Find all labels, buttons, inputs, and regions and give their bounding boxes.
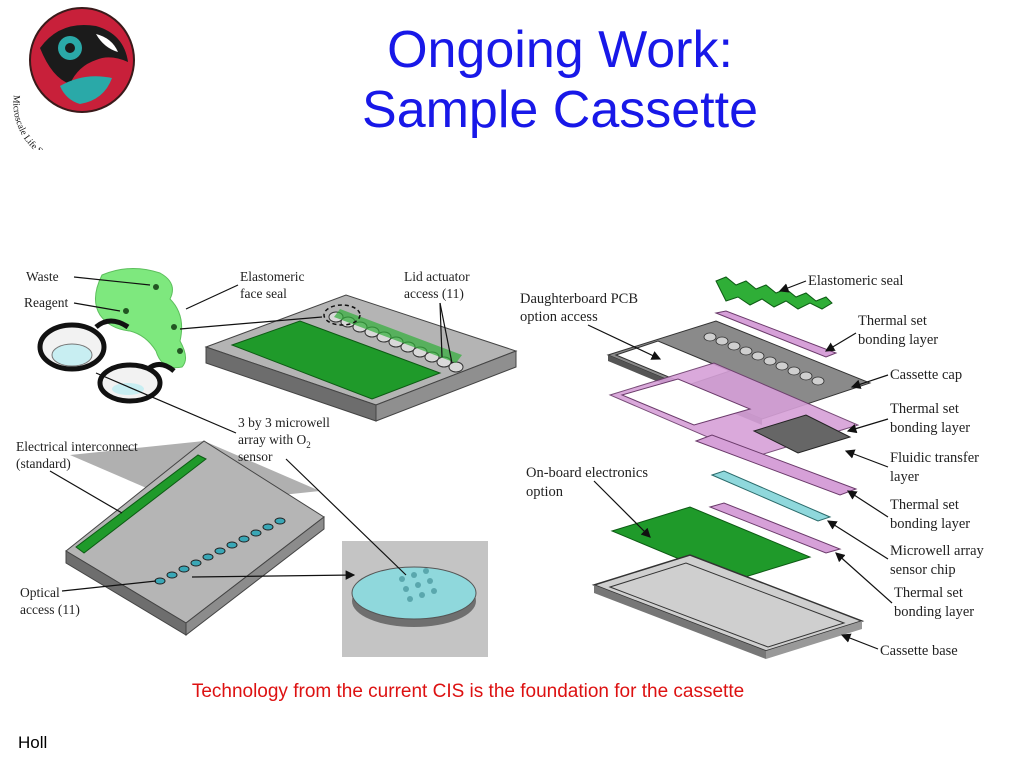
title-line-1: Ongoing Work: bbox=[387, 21, 733, 79]
layer-microwell-chip bbox=[710, 470, 832, 522]
reservoir-well-lower bbox=[97, 362, 176, 404]
label-face-seal-1: Elastomeric bbox=[240, 269, 304, 284]
elastomeric-face-seal-shape bbox=[95, 268, 186, 369]
label-ts3-2: bonding layer bbox=[890, 516, 970, 532]
label-onboard-2: option bbox=[526, 484, 564, 500]
label-ts1-1: Thermal set bbox=[858, 313, 927, 329]
microwell-sensor-disc bbox=[351, 566, 477, 620]
layer-thermal-set-3 bbox=[694, 434, 858, 496]
label-fluidic-2: layer bbox=[890, 469, 919, 485]
label-microwell-1: 3 by 3 microwell bbox=[238, 415, 330, 430]
cassette-base-figure: Electrical interconnect (standard) 3 by … bbox=[16, 372, 488, 657]
label-ts2-1: Thermal set bbox=[890, 401, 959, 417]
label-interconnect-1: Electrical interconnect bbox=[16, 439, 138, 454]
exploded-view-figure: Daughterboard PCB option access On-board… bbox=[520, 273, 985, 659]
title-line-2: Sample Cassette bbox=[362, 81, 758, 139]
electrical-interconnect-strip bbox=[75, 454, 207, 554]
label-optical-2: access (11) bbox=[20, 602, 80, 617]
label-cassette-cap: Cassette cap bbox=[890, 367, 962, 383]
label-microwell-3: sensor bbox=[238, 449, 273, 464]
optical-access-holes bbox=[154, 517, 286, 585]
label-lid-actuator-2: access (11) bbox=[404, 286, 464, 301]
layer-elastomeric-seal bbox=[715, 276, 833, 310]
label-daughterboard-1: Daughterboard PCB bbox=[520, 291, 638, 307]
slide-caption: Technology from the current CIS is the f… bbox=[191, 681, 745, 702]
cassette-diagram: Waste Reagent Elastomeric face seal Lid … bbox=[16, 268, 985, 659]
label-chip-1: Microwell array bbox=[890, 543, 985, 559]
label-chip-2: sensor chip bbox=[890, 562, 956, 578]
label-microwell-2: array with O2 bbox=[238, 432, 311, 450]
label-interconnect-2: (standard) bbox=[16, 456, 71, 471]
assembled-cassette-figure: Waste Reagent Elastomeric face seal Lid … bbox=[24, 268, 518, 422]
layer-thermal-set-4 bbox=[708, 502, 842, 554]
label-ts2-2: bonding layer bbox=[890, 420, 970, 436]
reservoir-well-upper bbox=[37, 318, 130, 372]
label-optical-1: Optical bbox=[20, 585, 60, 600]
label-ts3-1: Thermal set bbox=[890, 497, 959, 513]
msls-center-logo: Microscale Life Sciences Center bbox=[10, 7, 135, 150]
label-lid-actuator-1: Lid actuator bbox=[404, 269, 470, 284]
label-ts1-2: bonding layer bbox=[858, 332, 938, 348]
label-reagent: Reagent bbox=[24, 295, 68, 310]
label-daughterboard-2: option access bbox=[520, 309, 598, 325]
label-ts4-2: bonding layer bbox=[894, 604, 974, 620]
layer-fluidic-transfer bbox=[752, 414, 852, 454]
label-onboard-1: On-board electronics bbox=[526, 465, 648, 481]
label-elastomeric-seal: Elastomeric seal bbox=[808, 273, 903, 289]
label-face-seal-2: face seal bbox=[240, 286, 287, 301]
label-fluidic-1: Fluidic transfer bbox=[890, 450, 979, 466]
slide-author: Holl bbox=[18, 733, 48, 752]
label-cassette-base: Cassette base bbox=[880, 643, 958, 659]
slide-title: Ongoing Work: Sample Cassette bbox=[250, 20, 870, 140]
label-waste: Waste bbox=[26, 269, 59, 284]
pcb-window-green bbox=[230, 320, 442, 400]
layer-thermal-set-1 bbox=[714, 310, 838, 358]
label-ts4-1: Thermal set bbox=[894, 585, 963, 601]
